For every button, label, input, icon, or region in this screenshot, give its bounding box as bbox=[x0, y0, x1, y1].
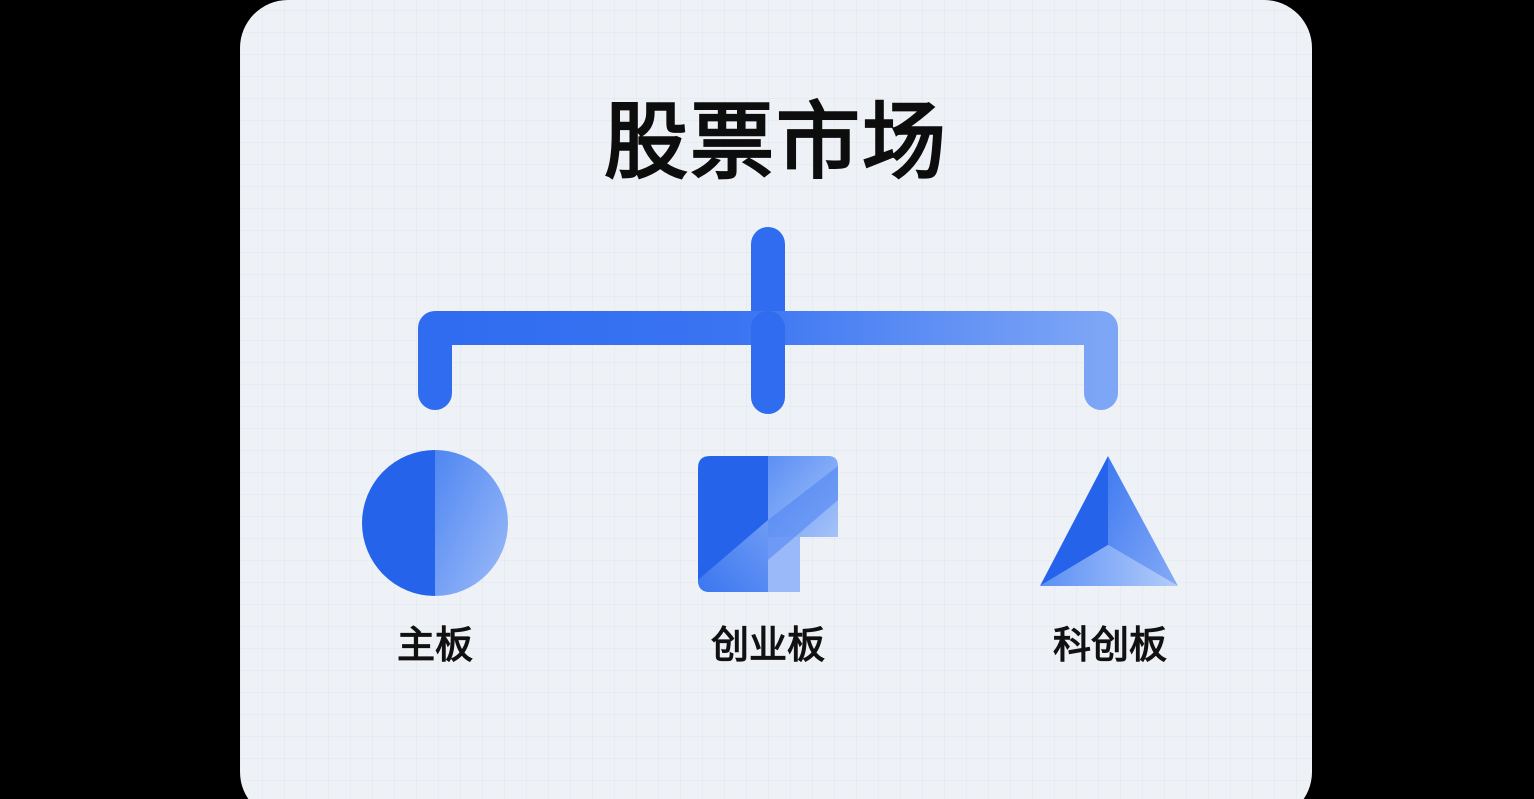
triangle-icon bbox=[1040, 456, 1178, 586]
circle-icon bbox=[362, 450, 508, 596]
branch-label-main-board: 主板 bbox=[396, 623, 473, 667]
connector-lines bbox=[418, 227, 1118, 414]
diagram-card: 股票市场 bbox=[240, 0, 1312, 799]
square-notch-icon bbox=[698, 456, 838, 592]
branch-label-chinext: 创业板 bbox=[710, 623, 825, 667]
diagram-title: 股票市场 bbox=[603, 93, 948, 191]
hierarchy-diagram bbox=[362, 227, 1178, 596]
branch-label-star-market: 科创板 bbox=[1052, 623, 1167, 667]
